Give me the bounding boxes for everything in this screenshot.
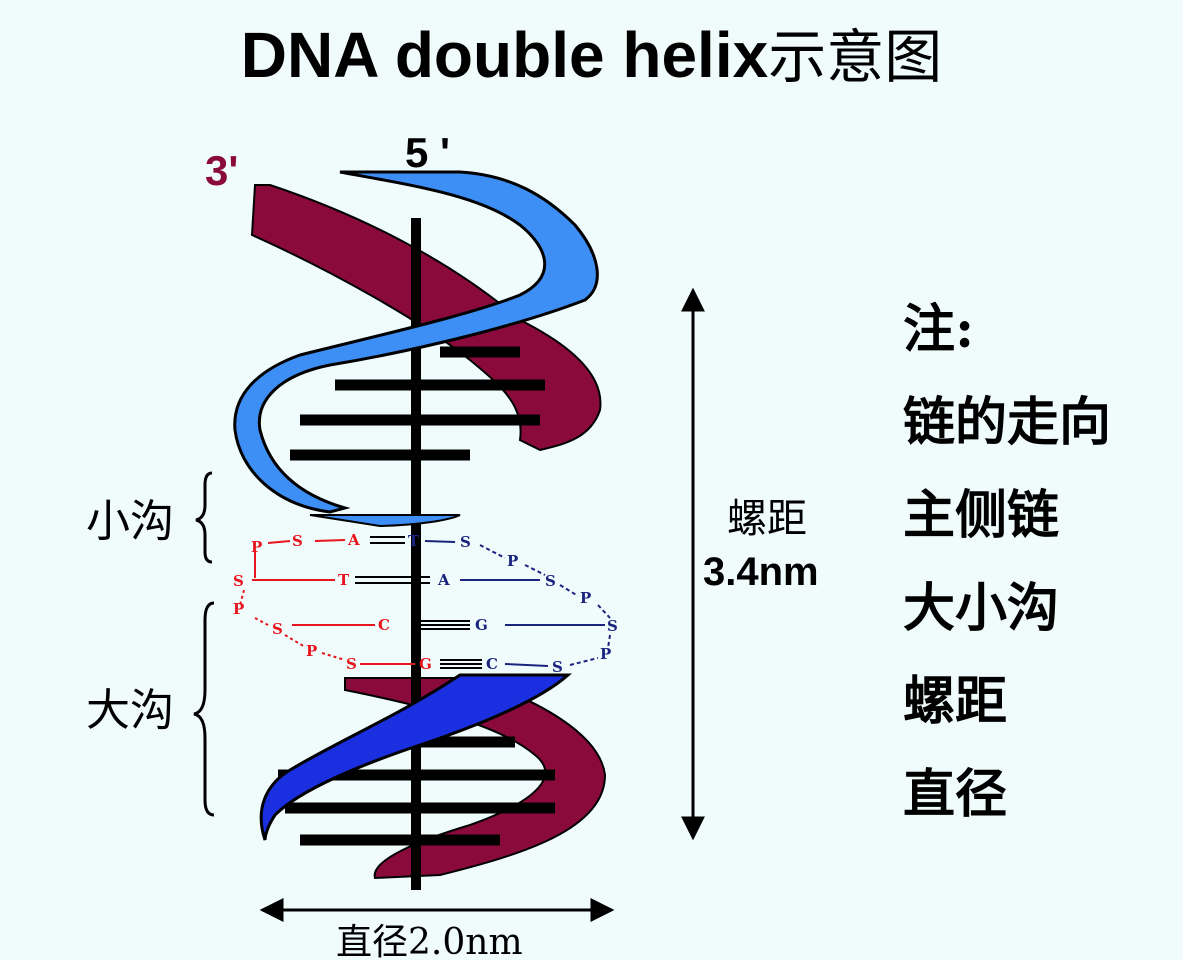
base-row4-left-p: P xyxy=(306,642,317,660)
note-item: 螺距 xyxy=(903,667,1111,760)
base-row4-right-p: P xyxy=(600,645,611,663)
minor-groove-label: 小沟 xyxy=(86,496,174,547)
diameter-label: 直径2.0nm xyxy=(336,922,523,960)
note-item: 直径 xyxy=(903,760,1111,853)
page-title: DNA double helix示意图 xyxy=(0,10,1183,94)
notes-panel: 注: 链的走向 主侧链 大小沟 螺距 直径 xyxy=(903,295,1111,853)
base-row3-right-g: G xyxy=(475,616,488,634)
base-row2-left-t: T xyxy=(338,571,350,589)
note-item: 主侧链 xyxy=(903,481,1111,574)
base-row4-right-s: S xyxy=(552,658,563,676)
title-suffix: 示意图 xyxy=(768,23,942,91)
base-row1-left-s: S xyxy=(292,532,303,550)
pitch-label: 螺距 xyxy=(727,496,807,542)
base-row2-right-s: S xyxy=(545,572,556,590)
base-row1-right-t: T xyxy=(408,532,420,550)
end-5-label: 5 ' xyxy=(405,129,450,176)
minor-groove-brace xyxy=(196,473,212,562)
end-3-label: 3' xyxy=(205,147,238,194)
base-row2-left-s: S xyxy=(233,572,244,590)
major-groove-label: 大沟 xyxy=(86,685,174,736)
blue-strand-tip xyxy=(310,515,460,526)
base-row2-right-p: P xyxy=(580,589,591,607)
pitch-value: 3.4nm xyxy=(703,550,819,594)
base-row1-left-a: A xyxy=(347,531,360,549)
base-row3-left-s: S xyxy=(272,620,283,638)
base-row3-left-p: P xyxy=(233,600,244,618)
base-row1-left-p: P xyxy=(251,538,262,556)
base-row4-left-g: G xyxy=(419,655,432,673)
note-item: 大小沟 xyxy=(903,574,1111,667)
base-row1-right-s: S xyxy=(460,533,471,551)
major-groove-brace xyxy=(194,603,214,815)
base-row4-left-s: S xyxy=(346,655,357,673)
base-row2-right-a: A xyxy=(437,571,450,589)
notes-heading: 注: xyxy=(903,295,1111,388)
base-row3-right-s: S xyxy=(607,617,618,635)
base-row4-right-c: C xyxy=(486,655,498,673)
note-item: 链的走向 xyxy=(903,388,1111,481)
title-main: DNA double helix xyxy=(241,19,768,91)
base-pair-region: P S A S T P S C P S G T S P A S P G S C … xyxy=(233,531,618,676)
base-row3-left-c: C xyxy=(378,616,390,634)
base-row1-right-p: P xyxy=(507,552,518,570)
